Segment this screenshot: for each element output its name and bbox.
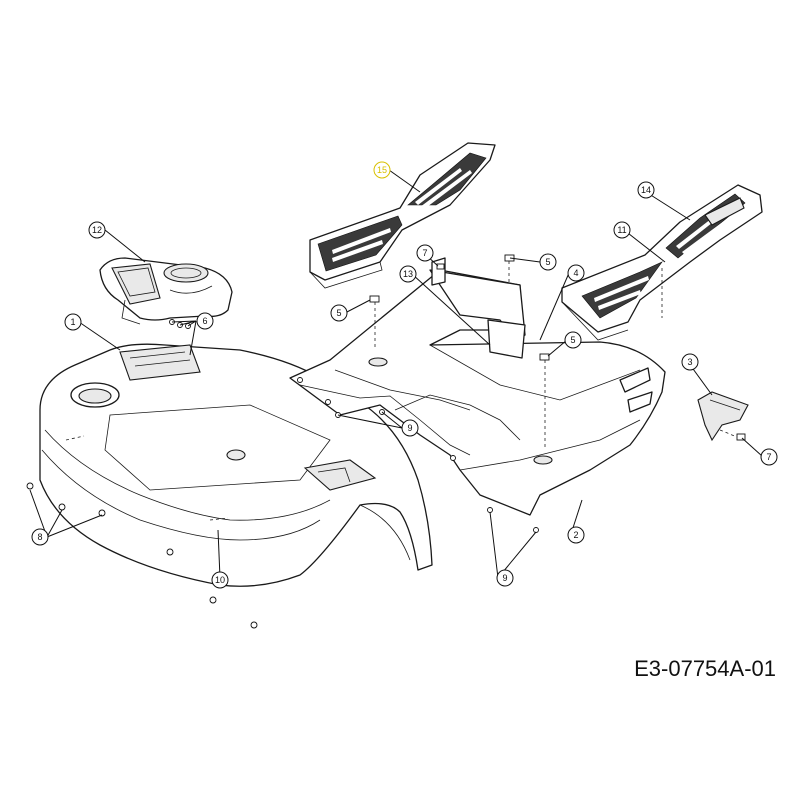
part-cup-holder-tray xyxy=(99,257,233,325)
callout-15: 15 xyxy=(373,161,391,179)
callout-7a: 7 xyxy=(416,244,434,262)
callout-8: 8 xyxy=(31,528,49,546)
part-bracket xyxy=(697,391,749,442)
fasteners xyxy=(26,254,746,629)
callout-4: 4 xyxy=(567,264,585,282)
callout-7b: 7 xyxy=(760,448,778,466)
callout-12: 12 xyxy=(88,221,106,239)
callout-13: 13 xyxy=(399,265,417,283)
drawing-number: E3-07754A-01 xyxy=(634,656,776,681)
svg-text:4: 4 xyxy=(573,268,578,278)
svg-text:1: 1 xyxy=(70,317,75,327)
svg-text:10: 10 xyxy=(215,575,225,585)
svg-text:3: 3 xyxy=(687,357,692,367)
svg-text:8: 8 xyxy=(37,532,42,542)
svg-text:9: 9 xyxy=(407,423,412,433)
callout-6: 6 xyxy=(196,312,214,330)
svg-text:6: 6 xyxy=(202,316,207,326)
callout-9b: 9 xyxy=(496,569,514,587)
callout-5b: 5 xyxy=(539,253,557,271)
svg-text:5: 5 xyxy=(336,308,341,318)
callout-3: 3 xyxy=(681,353,699,371)
svg-text:15: 15 xyxy=(377,165,387,175)
callout-9a: 9 xyxy=(401,419,419,437)
svg-text:13: 13 xyxy=(403,269,413,279)
svg-text:5: 5 xyxy=(570,335,575,345)
svg-text:12: 12 xyxy=(92,225,102,235)
callout-11: 11 xyxy=(613,221,631,239)
part-footrest-left xyxy=(309,142,496,289)
svg-text:7: 7 xyxy=(422,248,427,258)
leader-lines xyxy=(29,169,763,579)
callout-1: 1 xyxy=(64,313,82,331)
svg-text:14: 14 xyxy=(641,185,651,195)
bolt-7a xyxy=(436,263,445,270)
grate-slots-left xyxy=(332,168,472,262)
callout-5c: 5 xyxy=(564,331,582,349)
part-floor-pan xyxy=(289,269,666,516)
part-footrest-right xyxy=(561,184,763,341)
svg-text:9: 9 xyxy=(502,573,507,583)
svg-text:11: 11 xyxy=(617,225,626,235)
callout-10: 10 xyxy=(211,571,229,589)
svg-text:2: 2 xyxy=(573,530,578,540)
callout-2: 2 xyxy=(567,526,585,544)
bolt-7b xyxy=(719,429,746,441)
bolt-5b xyxy=(504,254,515,283)
svg-text:7: 7 xyxy=(766,452,771,462)
bolt-5a xyxy=(369,295,380,348)
callout-5a: 5 xyxy=(330,304,348,322)
callout-14: 14 xyxy=(637,181,655,199)
svg-text:5: 5 xyxy=(545,257,550,267)
bolt-5c xyxy=(539,353,550,447)
